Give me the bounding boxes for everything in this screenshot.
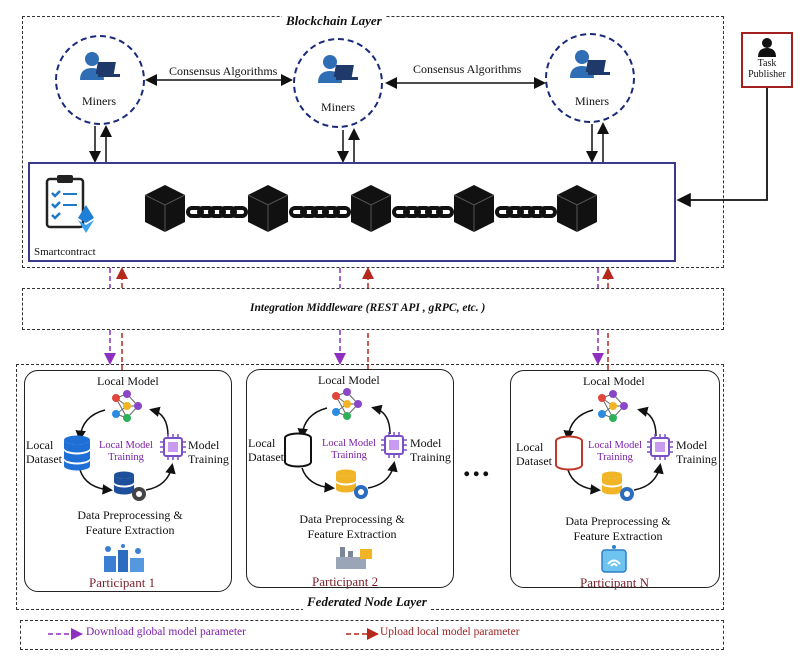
- smartcontract-icon: [45, 175, 94, 233]
- data-processing-icon: [336, 469, 368, 499]
- factory-icon: [336, 547, 372, 569]
- more-participants-ellipsis: ...: [463, 450, 492, 483]
- blockchain-layer-title: Blockchain Layer: [282, 13, 386, 29]
- local-dataset-label: Local Dataset: [248, 436, 284, 464]
- consensus-label-2: Consensus Algorithms: [413, 62, 522, 76]
- data-processing-icon: [114, 471, 146, 501]
- database-icon: [555, 435, 583, 471]
- model-training-label: Model Training: [188, 438, 229, 466]
- local-dataset-label: Local Dataset: [26, 438, 62, 466]
- iot-device-icon: [601, 545, 627, 573]
- local-model-label: Local Model: [583, 374, 645, 388]
- training-cycle-arrows: [563, 406, 664, 495]
- local-dataset-label: Local Dataset: [516, 440, 552, 468]
- local-model-training-center: Local Model Training: [322, 438, 376, 461]
- consensus-label-1: Consensus Algorithms: [169, 64, 278, 78]
- participant-n-name: Participant N: [580, 575, 649, 590]
- local-model-training-center: Local Model Training: [99, 440, 153, 463]
- model-training-label: Model Training: [676, 438, 717, 466]
- middleware-box: [22, 288, 724, 330]
- user-icon: [758, 38, 776, 57]
- neural-network-icon: [332, 388, 362, 420]
- upload-legend-arrow: [346, 628, 379, 640]
- miner-icon: [318, 55, 358, 83]
- chip-icon: [381, 432, 407, 458]
- preprocessing-label: Data Preprocessing & Feature Extraction: [565, 514, 671, 543]
- legend-box: [20, 620, 724, 650]
- chip-icon: [160, 434, 186, 460]
- data-processing-icon: [602, 471, 634, 501]
- database-icon: [64, 435, 90, 471]
- task-publisher-box: Task Publisher: [741, 32, 793, 88]
- upload-legend-label: Upload local model parameter: [380, 626, 520, 638]
- local-model-label: Local Model: [318, 373, 380, 387]
- miner-node-3: [545, 33, 635, 123]
- miner-node-1: [55, 35, 145, 125]
- miner-node-2: [293, 38, 383, 128]
- blockchain-chain: [144, 185, 598, 232]
- local-model-training-center: Local Model Training: [588, 440, 642, 463]
- training-cycle-arrows: [297, 404, 398, 493]
- participant-1-name: Participant 1: [89, 575, 156, 590]
- miner-label-1: Miners: [82, 94, 116, 108]
- consensus-arrow-1: [145, 74, 546, 89]
- parameter-flow-arrows: [104, 267, 614, 370]
- task-publisher-label: Task Publisher: [748, 58, 786, 80]
- neural-network-icon: [598, 390, 628, 422]
- miner-icon: [80, 52, 120, 80]
- download-legend-label: Download global model parameter: [86, 626, 246, 638]
- publisher-to-chain-arrow: [676, 88, 768, 208]
- miner-label-3: Miners: [575, 94, 609, 108]
- chip-icon: [647, 434, 673, 460]
- database-icon: [284, 432, 312, 468]
- industry-icon: [104, 544, 144, 572]
- local-model-label: Local Model: [97, 374, 159, 388]
- miner-icon: [570, 50, 610, 78]
- preprocessing-label: Data Preprocessing & Feature Extraction: [77, 508, 183, 537]
- preprocessing-label: Data Preprocessing & Feature Extraction: [299, 512, 405, 541]
- model-training-label: Model Training: [410, 436, 451, 464]
- participant-2-name: Participant 2: [312, 574, 379, 589]
- smartcontract-label: Smartcontract: [34, 246, 96, 258]
- training-cycle-arrows: [75, 406, 176, 495]
- download-legend-arrow: [48, 628, 83, 640]
- miner-chain-arrows: [89, 122, 609, 163]
- federated-layer-title: Federated Node Layer: [303, 594, 431, 610]
- neural-network-icon: [112, 390, 142, 422]
- miner-label-2: Miners: [321, 100, 355, 114]
- middleware-label: Integration Middleware (REST API , gRPC,…: [250, 302, 486, 314]
